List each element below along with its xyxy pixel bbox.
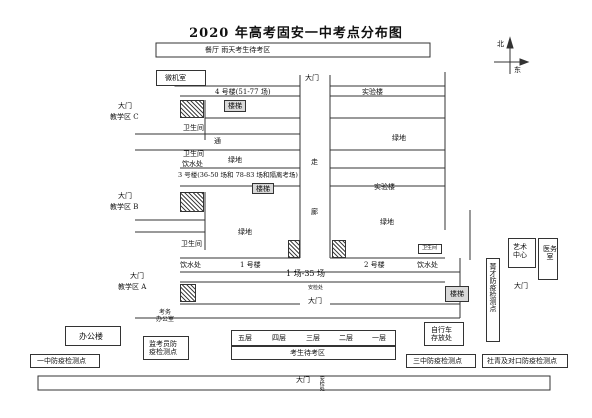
stair-hatch-c1 <box>180 100 204 118</box>
exam-gate-label: 大门 <box>308 297 322 305</box>
compass-north-label: 北 <box>497 40 504 48</box>
exam-office-label: 考务 办公室 <box>156 309 175 323</box>
east-gate-a-label: 大门 <box>130 272 144 280</box>
waiting-zone-box: 考生待考区 <box>231 346 396 360</box>
bike-parking: 自行车 存放处 <box>424 322 464 346</box>
bottom-gate-label: 大门 <box>296 376 310 384</box>
art-center-box: 艺术 中心 <box>508 238 536 268</box>
corridor-zou-label: 走 <box>311 158 318 166</box>
floor-4: 四层 <box>272 334 286 342</box>
building4-label: 4 号楼(51-77 场) <box>215 88 271 96</box>
zone-c-label: 教学区 C <box>110 113 139 121</box>
east-gate-c-label: 大门 <box>118 102 132 110</box>
waiting-zone-label: 考生待考区 <box>290 349 325 357</box>
computer-room-label: 微机室 <box>165 74 186 82</box>
lawn-c-left-label: 绿地 <box>228 156 242 164</box>
rooms-1-35-label: 1 场-35 场 <box>286 269 326 278</box>
building3-label: 3 号楼(36-50 场和 78-83 场和隔离考场) <box>178 171 298 179</box>
computer-room: 微机室 <box>156 70 206 86</box>
floor-5: 五层 <box>238 334 252 342</box>
yizhong-check-box: 一中防疫检测点 <box>30 354 100 368</box>
floor-1: 一层 <box>372 334 386 342</box>
bike-parking-label: 自行车 存放处 <box>431 326 452 343</box>
lab-building-label: 实验楼 <box>362 88 383 96</box>
lawn-b-left-label: 绿地 <box>238 228 252 236</box>
corridor-c-label: 通 <box>214 137 221 145</box>
shequ-check-box: 社青及对口防疫检测点 <box>482 354 568 368</box>
restroom-water-label: 卫生间 <box>183 150 204 158</box>
floors-row <box>231 330 396 346</box>
sanzhong-check-box: 三中防疫检测点 <box>406 354 476 368</box>
staff-check-label: 监考员防 疫检测点 <box>149 340 177 357</box>
restroom-c-label: 卫生间 <box>183 124 204 132</box>
infirmary-box: 医务 室 <box>538 238 558 280</box>
stair-hatch-a1 <box>180 284 196 302</box>
lab-building2-label: 实验楼 <box>374 183 395 191</box>
page-title: 2020 年高考固安一中考点分布图 <box>189 26 403 41</box>
stair-hatch-b2 <box>288 240 300 258</box>
jingcai-check-label: 菁才防疫检测点 <box>489 263 498 312</box>
compass-east-label: 东 <box>514 66 521 74</box>
jingcai-check-box: 菁才防疫检测点 <box>486 258 500 342</box>
building1-label: 1 号楼 <box>240 261 261 269</box>
zone-b-label: 教学区 B <box>110 203 139 211</box>
top-gate-label: 大门 <box>305 74 319 82</box>
stairs-b: 楼梯 <box>252 183 274 194</box>
office-building-label: 办公楼 <box>79 332 103 341</box>
stair-hatch-b1 <box>180 192 204 212</box>
restroom-2-label: 卫生间 <box>422 245 438 251</box>
water-label-a1: 饮水处 <box>180 261 201 269</box>
water-label-a2: 饮水处 <box>417 261 438 269</box>
floor-3: 三层 <box>306 334 320 342</box>
stairs-a: 楼梯 <box>445 286 469 302</box>
water-label-c: 饮水处 <box>182 160 203 168</box>
floor-2: 二层 <box>339 334 353 342</box>
infirmary-label: 医务 室 <box>543 245 557 262</box>
stair-hatch-b3 <box>332 240 346 258</box>
restroom-2-box: 卫生间 <box>418 244 442 254</box>
sanzhong-check-label: 三中防疫检测点 <box>413 357 462 365</box>
staff-check-box: 监考员防 疫检测点 <box>143 336 189 360</box>
lawn-b-right-label: 绿地 <box>380 218 394 226</box>
side-gate-label: 大门 <box>514 282 528 290</box>
lawn-c-right-label: 绿地 <box>392 134 406 142</box>
office-building: 办公楼 <box>65 326 121 346</box>
east-gate-b-label: 大门 <box>118 192 132 200</box>
zone-a-label: 教学区 A <box>118 283 147 291</box>
security-check-small: 安检处 <box>308 285 324 291</box>
stairs-c: 楼梯 <box>224 100 246 112</box>
art-center-label: 艺术 中心 <box>513 243 527 260</box>
building2-label: 2 号楼 <box>364 261 385 269</box>
yizhong-check-label: 一中防疫检测点 <box>37 357 86 365</box>
corridor-lang-label: 廊 <box>311 208 318 216</box>
canteen-label: 餐厅 雨天考生待考区 <box>205 46 271 54</box>
restroom-b-label: 卫生间 <box>181 240 202 248</box>
bottom-security-label: 安检处 <box>318 376 325 391</box>
shequ-check-label: 社青及对口防疫检测点 <box>487 357 557 365</box>
